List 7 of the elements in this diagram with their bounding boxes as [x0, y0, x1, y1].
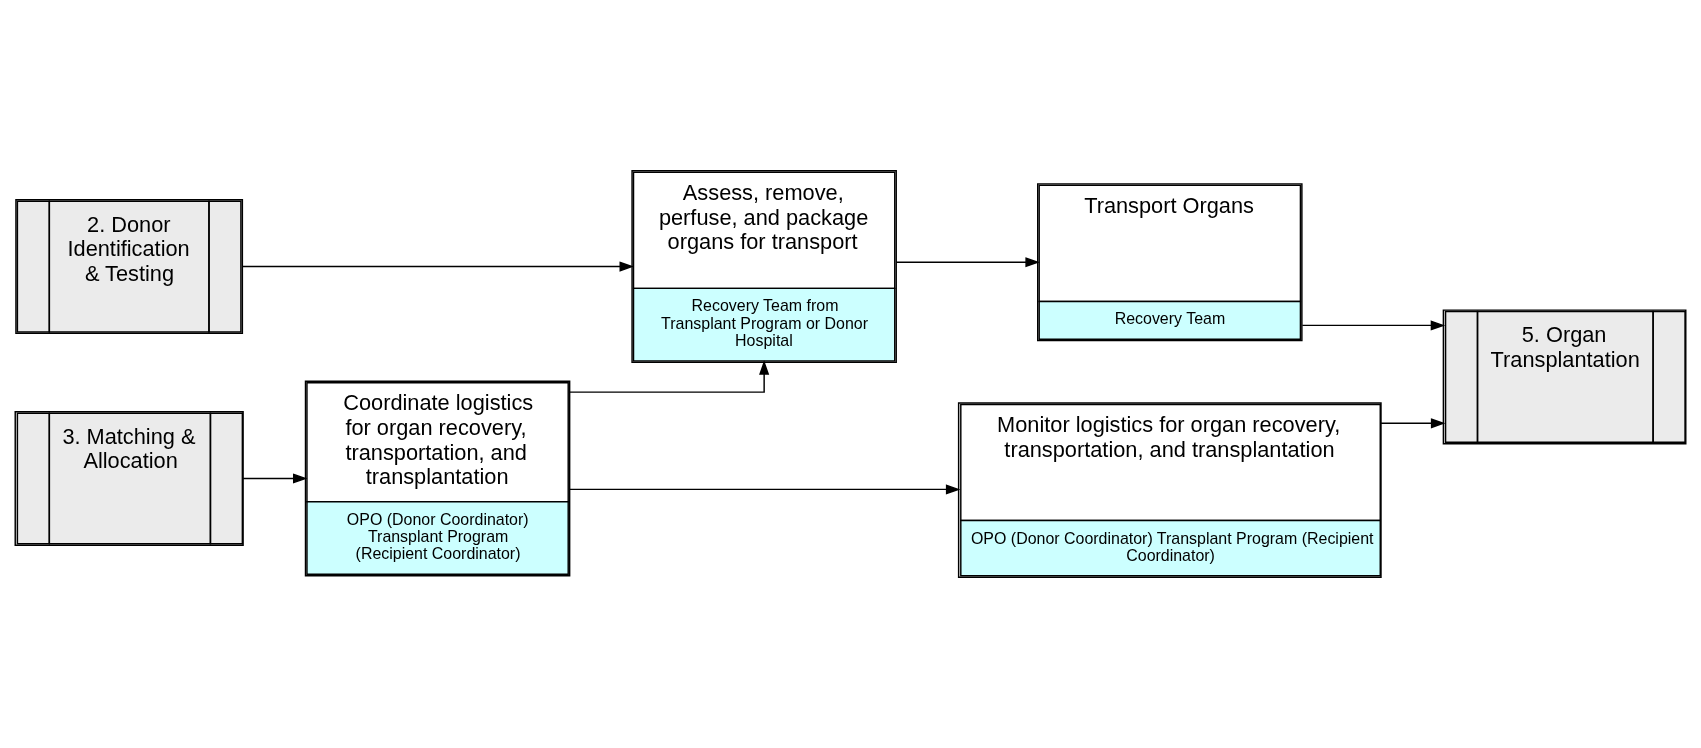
arrow [1301, 320, 1446, 331]
arrow [242, 473, 308, 484]
arrow [895, 257, 1040, 268]
arrow [1380, 418, 1446, 429]
arrow [241, 261, 635, 272]
arrow [569, 360, 770, 393]
arrow [569, 484, 961, 495]
